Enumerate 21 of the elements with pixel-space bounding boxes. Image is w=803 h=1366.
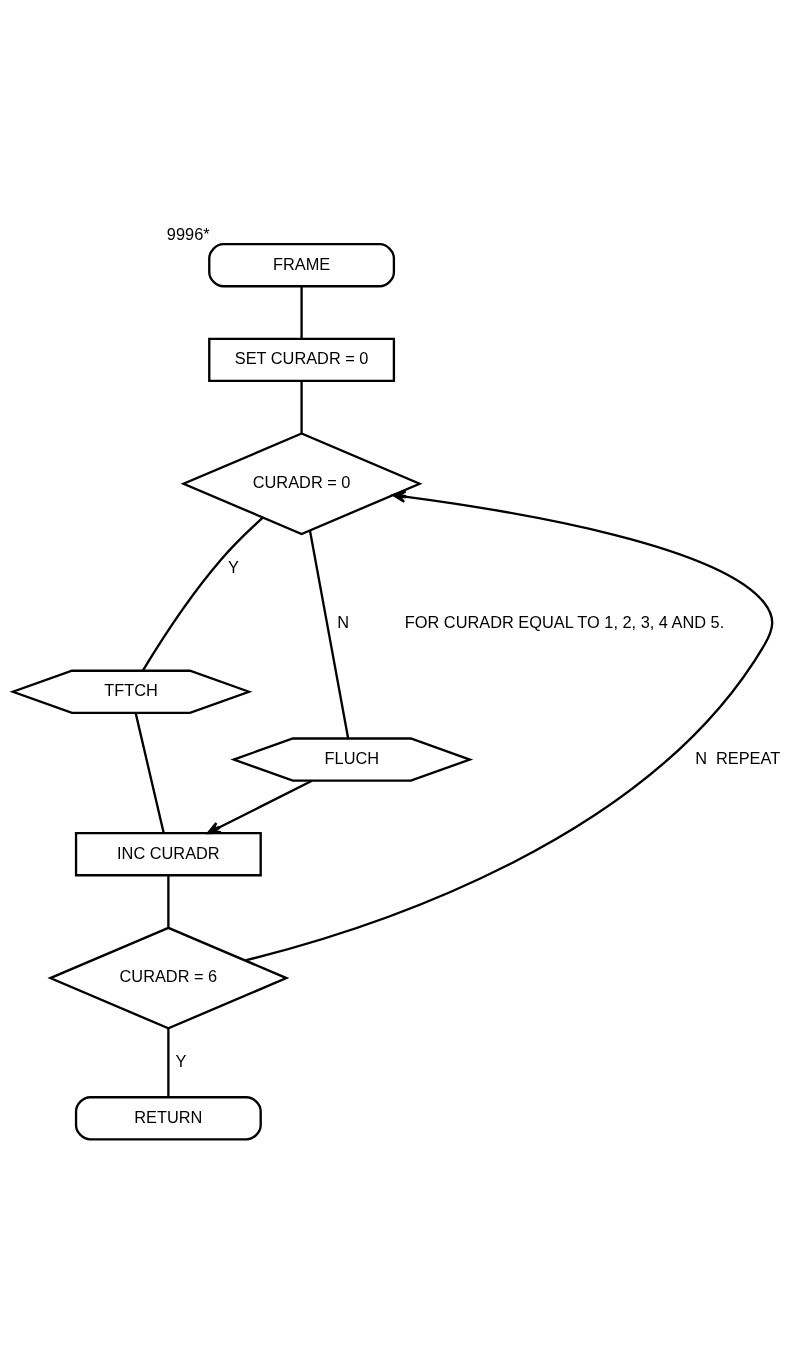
node-label: 9996*: [166, 224, 210, 243]
connector: [141, 517, 264, 672]
edge-label: Y: [227, 557, 239, 576]
node-diamond: CURADR = 0: [180, 432, 423, 536]
node-box: FRAME: [208, 243, 396, 288]
node-box: SET CURADR = 0: [208, 337, 396, 383]
connector: [134, 712, 165, 834]
node-box: RETURN: [74, 1096, 262, 1141]
node-diamond: CURADR = 6: [47, 926, 290, 1030]
connector: [167, 875, 170, 928]
edge-label: Y: [175, 1052, 187, 1071]
node-box: INC CURADR: [74, 832, 262, 877]
edge-label: N: [337, 613, 350, 632]
edge-label: N REPEAT: [695, 748, 780, 767]
arrow: [206, 779, 313, 835]
arrow: [245, 490, 773, 962]
connector: [167, 1028, 170, 1098]
connector: [300, 381, 303, 434]
connector: [308, 530, 350, 739]
label: FOR CURADR EQUAL TO 1, 2, 3, 4 AND 5.: [404, 613, 725, 632]
connector: [300, 286, 303, 339]
